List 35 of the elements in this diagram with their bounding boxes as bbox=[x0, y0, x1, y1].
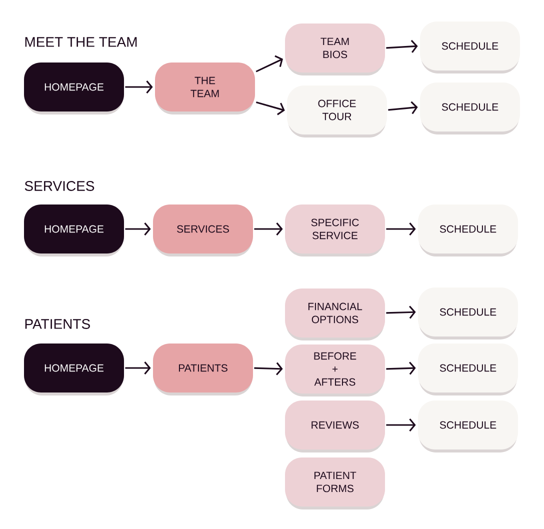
page-box: SERVICES bbox=[153, 204, 253, 256]
page-box: OFFICE TOUR bbox=[287, 86, 387, 138]
page-box: TEAM BIOS bbox=[285, 24, 385, 76]
arrow bbox=[386, 362, 416, 375]
arrow bbox=[254, 222, 283, 236]
arrow bbox=[125, 361, 151, 374]
page-box: SCHEDULE bbox=[418, 344, 518, 396]
arrow bbox=[386, 418, 416, 432]
arrow bbox=[388, 101, 418, 114]
page-box: SCHEDULE bbox=[418, 288, 518, 340]
page-box: HOMEPAGE bbox=[24, 204, 124, 256]
page-box: THE TEAM bbox=[155, 62, 255, 114]
page-box: PATIENTS bbox=[153, 344, 253, 396]
section-heading: SERVICES bbox=[24, 181, 94, 191]
page-box: SCHEDULE bbox=[418, 400, 518, 452]
section-heading: PATIENTS bbox=[25, 319, 90, 329]
section-heading: MEET THE TEAM bbox=[25, 37, 137, 47]
page-box: SPECIFIC SERVICE bbox=[285, 204, 385, 256]
page-box: FINANCIAL OPTIONS bbox=[285, 288, 385, 340]
page-box: PATIENT FORMS bbox=[285, 458, 385, 510]
arrow bbox=[256, 55, 283, 72]
arrow bbox=[256, 102, 285, 116]
arrow bbox=[386, 222, 416, 236]
arrow bbox=[125, 80, 153, 94]
page-box: BEFORE + AFTERS bbox=[285, 344, 385, 396]
arrow bbox=[125, 222, 151, 236]
page-box: SCHEDULE bbox=[418, 204, 518, 256]
page-box: SCHEDULE bbox=[420, 22, 520, 74]
page-box: SCHEDULE bbox=[420, 82, 520, 134]
arrow bbox=[254, 362, 283, 376]
page-box: HOMEPAGE bbox=[24, 62, 124, 114]
page-box: HOMEPAGE bbox=[24, 344, 124, 396]
arrow bbox=[386, 40, 418, 53]
page-box: REVIEWS bbox=[285, 400, 385, 452]
arrow bbox=[386, 306, 416, 319]
